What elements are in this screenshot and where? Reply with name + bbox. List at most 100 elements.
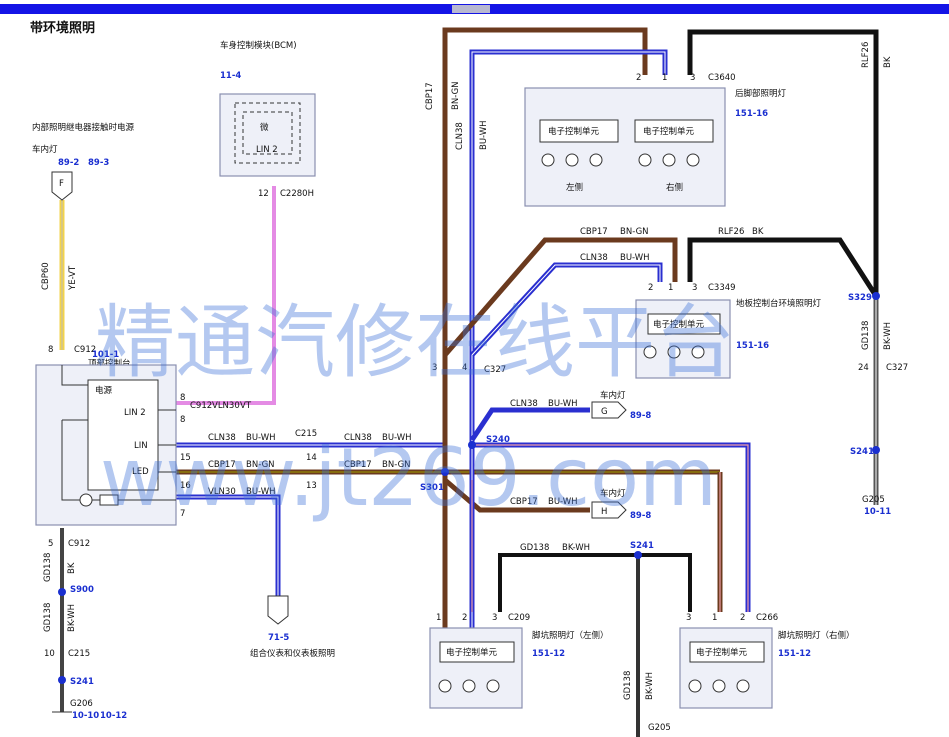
wire-gd138-footwell bbox=[498, 553, 692, 612]
diagram-title: 带环境照明 bbox=[30, 20, 95, 36]
roof-module-ref[interactable]: 101-1 bbox=[92, 350, 119, 360]
svg-text:BN-GN: BN-GN bbox=[382, 460, 411, 470]
wire-vln30-lin2 bbox=[176, 186, 276, 405]
svg-text:GD138: GD138 bbox=[43, 553, 53, 582]
svg-text:1: 1 bbox=[668, 283, 673, 293]
led-icon bbox=[691, 345, 705, 359]
led-icon bbox=[688, 679, 702, 693]
svg-text:16: 16 bbox=[180, 481, 191, 491]
top-bar bbox=[0, 4, 949, 14]
console-connector: C3349 bbox=[708, 283, 736, 293]
svg-text:BU-WH: BU-WH bbox=[548, 497, 578, 507]
svg-text:G205: G205 bbox=[648, 723, 671, 733]
svg-text:CBP17: CBP17 bbox=[580, 227, 608, 237]
connector-instrument bbox=[267, 595, 289, 625]
led-icon bbox=[486, 679, 500, 693]
bcm-ref[interactable]: 11-4 bbox=[220, 71, 241, 81]
console-ref[interactable]: 151-16 bbox=[736, 341, 769, 351]
svg-text:8: 8 bbox=[180, 415, 185, 425]
rear-foot-box[interactable] bbox=[524, 87, 726, 207]
svg-text:10-11[interactable]: 10-11 bbox=[864, 507, 891, 517]
footwell-left-box[interactable] bbox=[429, 627, 523, 709]
svg-text:车内灯: 车内灯 bbox=[600, 488, 626, 499]
led-icon bbox=[662, 153, 676, 167]
svg-text:S241: S241 bbox=[70, 677, 94, 687]
led-icon bbox=[667, 345, 681, 359]
footwell-left-ref[interactable]: 151-12 bbox=[532, 649, 565, 659]
instrument-ref[interactable]: 71-5 bbox=[268, 633, 289, 643]
splice-s900 bbox=[58, 588, 66, 596]
svg-text:BN-GN: BN-GN bbox=[620, 227, 649, 237]
svg-text:电子控制单元: 电子控制单元 bbox=[643, 126, 695, 137]
svg-text:C912: C912 bbox=[190, 401, 212, 411]
svg-text:C912: C912 bbox=[74, 345, 96, 355]
led-icon bbox=[736, 679, 750, 693]
led-icon bbox=[79, 493, 93, 507]
svg-text:LIN 2: LIN 2 bbox=[124, 408, 146, 418]
svg-text:CBP17: CBP17 bbox=[425, 82, 435, 110]
wire-rlf26-rear bbox=[687, 29, 879, 296]
svg-text:左侧: 左侧 bbox=[566, 182, 583, 193]
svg-text:BU-WH: BU-WH bbox=[479, 120, 489, 150]
svg-text:CBP17: CBP17 bbox=[344, 460, 372, 470]
footwell-right-ref[interactable]: 151-12 bbox=[778, 649, 811, 659]
footwell-right-box[interactable] bbox=[679, 627, 773, 709]
rear-foot-ref[interactable]: 151-16 bbox=[735, 109, 768, 119]
svg-text:8: 8 bbox=[180, 393, 185, 403]
svg-text:5: 5 bbox=[48, 539, 53, 549]
svg-text:BK: BK bbox=[883, 56, 893, 68]
led-icon bbox=[643, 345, 657, 359]
svg-text:10-12[interactable]: 10-12 bbox=[100, 711, 127, 721]
svg-text:CLN38: CLN38 bbox=[344, 433, 372, 443]
svg-text:电子控制单元: 电子控制单元 bbox=[696, 647, 748, 658]
svg-text:VLN30: VLN30 bbox=[212, 401, 240, 411]
top-bar-grip[interactable] bbox=[452, 5, 490, 13]
led-icon bbox=[638, 153, 652, 167]
bcm-box[interactable] bbox=[219, 93, 316, 177]
svg-text:89-2[interactable]: 89-2 bbox=[58, 158, 79, 168]
svg-text:8: 8 bbox=[48, 345, 53, 355]
svg-text:BK-WH: BK-WH bbox=[883, 322, 893, 350]
interior-power-label: 内部照明继电器接触时电源 bbox=[32, 122, 135, 133]
svg-text:电子控制单元: 电子控制单元 bbox=[548, 126, 600, 137]
svg-text:BU-WH: BU-WH bbox=[246, 487, 276, 497]
svg-text:VT: VT bbox=[240, 401, 252, 411]
svg-text:15: 15 bbox=[180, 453, 191, 463]
splice-s240 bbox=[468, 441, 476, 449]
console-box[interactable] bbox=[635, 299, 731, 379]
svg-text:S241: S241 bbox=[630, 541, 654, 551]
watermark-line1: 精通汽修在线平台 bbox=[95, 296, 735, 389]
svg-text:RLF26: RLF26 bbox=[861, 42, 871, 68]
rear-foot-connector: C3640 bbox=[708, 73, 736, 83]
svg-text:89-3[interactable]: 89-3 bbox=[88, 158, 109, 168]
svg-text:右侧: 右侧 bbox=[666, 182, 683, 193]
rear-foot-label: 后脚部照明灯 bbox=[735, 88, 787, 99]
splice-s301 bbox=[441, 468, 449, 476]
svg-text:10-10[interactable]: 10-10 bbox=[72, 711, 99, 721]
svg-text:1: 1 bbox=[436, 613, 441, 623]
svg-text:S329: S329 bbox=[848, 293, 872, 303]
svg-text:GD138: GD138 bbox=[520, 543, 549, 553]
svg-text:89-8[interactable]: 89-8 bbox=[630, 411, 651, 421]
svg-text:RLF26: RLF26 bbox=[718, 227, 744, 237]
connector-g bbox=[591, 401, 627, 419]
svg-text:3: 3 bbox=[432, 363, 437, 373]
console-label: 地板控制台环境照明灯 bbox=[736, 298, 822, 309]
roof-module-label: 顶部控制台 bbox=[88, 358, 131, 369]
bcm-inner-label: 微 bbox=[260, 122, 269, 133]
svg-text:2: 2 bbox=[740, 613, 745, 623]
svg-text:3: 3 bbox=[692, 283, 697, 293]
svg-text:S301: S301 bbox=[420, 483, 444, 493]
led-icon bbox=[712, 679, 726, 693]
splice-s241-left bbox=[58, 676, 66, 684]
splice-s241-mid bbox=[634, 551, 642, 559]
svg-text:C209: C209 bbox=[508, 613, 530, 623]
bcm-lin-label: LIN 2 bbox=[256, 145, 278, 155]
bcm-connector: C2280H bbox=[280, 189, 314, 199]
svg-text:电源: 电源 bbox=[95, 385, 113, 396]
led-icon bbox=[686, 153, 700, 167]
svg-text:C215: C215 bbox=[68, 649, 90, 659]
svg-text:BK: BK bbox=[67, 562, 77, 574]
svg-text:89-8[interactable]: 89-8 bbox=[630, 511, 651, 521]
interior-lamp-label: 车内灯 bbox=[32, 144, 58, 155]
